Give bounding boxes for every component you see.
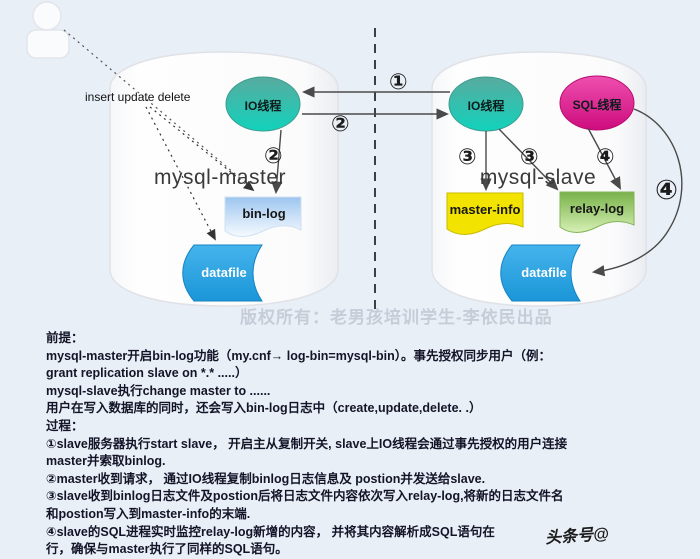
step-3-badge-masterinfo: ③ — [458, 144, 477, 169]
io-to-relaylog-arrow — [498, 128, 559, 191]
bin-log-shape — [224, 196, 302, 237]
user-to-master-dashed-line — [63, 29, 241, 179]
io-to-binlog-arrow — [271, 129, 283, 195]
writes-to-binlog-dashed-arrow — [149, 106, 255, 192]
sql-to-relaylog-arrow — [587, 127, 621, 190]
bin-log-label: bin-log — [242, 206, 286, 221]
process-line: 行，确保与master执行了同样的SQL语句。 — [46, 542, 288, 557]
step-2-badge-transfer: ② — [331, 111, 350, 136]
step-1-badge: ① — [389, 69, 408, 94]
notes-block: 前提： mysql-master开启bin-log功能（my.cnf→ log-… — [46, 330, 686, 559]
master-io-thread-shape — [225, 76, 301, 132]
diagram-canvas — [26, 1, 683, 312]
slave-sql-thread-shape — [559, 75, 635, 131]
slave-io-thread-label: IO线程 — [467, 99, 505, 113]
premise-line: grant replication slave on *.* .....） — [46, 366, 248, 381]
mysql-master-title: mysql-master — [153, 166, 286, 189]
process-line: ②master收到请求， 通过IO线程复制binlog日志信息及 postion… — [46, 471, 486, 486]
writes-to-datafile-dashed-arrow — [145, 106, 216, 241]
process-line: ④slave的SQL进程实时监控relay-log新增的内容， 并将其内容解析成… — [46, 524, 495, 539]
slave-datafile-shape — [500, 244, 581, 302]
sql-to-datafile-curved-arrow — [591, 108, 683, 277]
client-operations-label: insert update delete — [85, 90, 191, 104]
master-io-thread-label: IO线程 — [244, 99, 282, 113]
process-line: 和postion写入到master-info的末端. — [46, 506, 251, 521]
process-title: 过程： — [46, 418, 84, 433]
slave-datafile-label: datafile — [521, 265, 567, 280]
premise-title: 前提： — [46, 331, 84, 345]
step-2-badge-binlog: ② — [264, 143, 283, 168]
relay-log-label: relay-log — [569, 201, 625, 216]
process-line: ①slave服务器执行start slave， 开启主从复制开关, slave上… — [46, 436, 568, 451]
process-line: master并索取binlog. — [46, 454, 166, 469]
premise-line: mysql-master开启bin-log功能（my.cnf→ log-bin=… — [46, 348, 552, 363]
premise-line: mysql-slave执行change master to ...... — [46, 383, 271, 398]
process-line: ③slave收到binlog日志文件及postion后将日志文件内容依次写入re… — [46, 489, 564, 504]
master-info-shape — [446, 192, 524, 235]
step-3-badge-relaylog: ③ — [520, 144, 539, 169]
master-datafile-shape — [182, 244, 263, 302]
master-datafile-label: datafile — [201, 265, 247, 280]
step-4-badge-datafile: ④ — [655, 175, 678, 205]
relay-log-shape — [559, 191, 635, 233]
user-icon — [26, 1, 70, 59]
slave-sql-thread-label: SQL线程 — [572, 98, 622, 112]
copyright-watermark: 版权所有：老男孩培训学生-李依民出品 — [240, 308, 553, 327]
master-info-label: master-info — [449, 202, 521, 217]
mysql-slave-title: mysql-slave — [479, 166, 597, 189]
premise-line: 用户在写入数据库的同时，还会写入bin-log日志中（create,update… — [46, 401, 482, 416]
step-4-badge-relaylog: ④ — [596, 144, 615, 169]
